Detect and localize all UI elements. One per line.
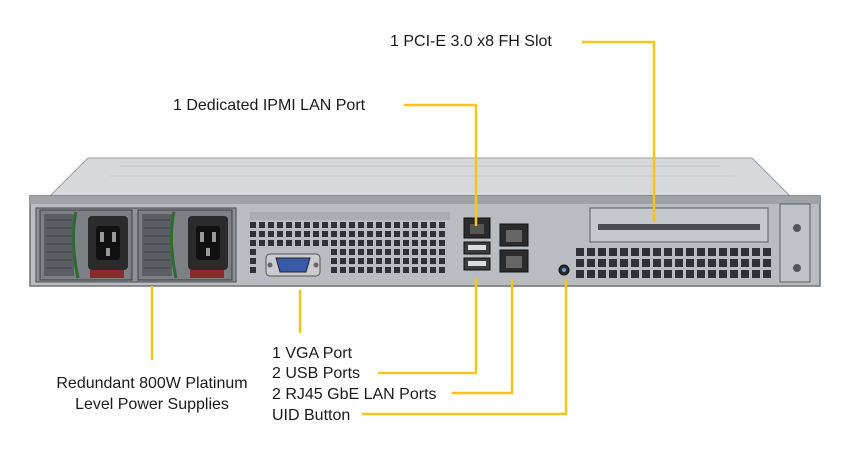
label-psu-line1: Redundant 800W Platinum <box>56 375 248 392</box>
label-psu-line2: Level Power Supplies <box>75 396 229 413</box>
callout-uid <box>362 280 568 416</box>
label-pcie-slot: 1 PCI-E 3.0 x8 FH Slot <box>390 33 552 50</box>
vent-holes <box>250 222 445 273</box>
uid-button <box>558 264 570 276</box>
callout-pcie <box>582 40 656 222</box>
callout-ipmi <box>404 103 478 226</box>
callout-lines <box>150 40 656 416</box>
chassis-top <box>48 157 792 197</box>
label-usb-ports: 2 USB Ports <box>272 365 361 382</box>
label-ipmi-port: 1 Dedicated IPMI LAN Port <box>173 97 366 114</box>
rj45-lan-ports <box>499 223 529 273</box>
vent-grid-left <box>250 212 450 220</box>
label-uid-button: UID Button <box>272 407 351 424</box>
power-supply-bay <box>35 207 237 283</box>
rack-ear-right <box>779 203 811 283</box>
usb-ports <box>463 241 491 271</box>
label-vga-port: 1 VGA Port <box>272 345 353 362</box>
label-rj45-ports: 2 RJ45 GbE LAN Ports <box>272 386 437 403</box>
callout-rj45 <box>452 280 514 395</box>
callout-usb <box>378 278 478 375</box>
vga-port <box>265 253 321 277</box>
pcie-slot-bracket <box>589 207 769 243</box>
vent-holes-right <box>576 248 771 278</box>
